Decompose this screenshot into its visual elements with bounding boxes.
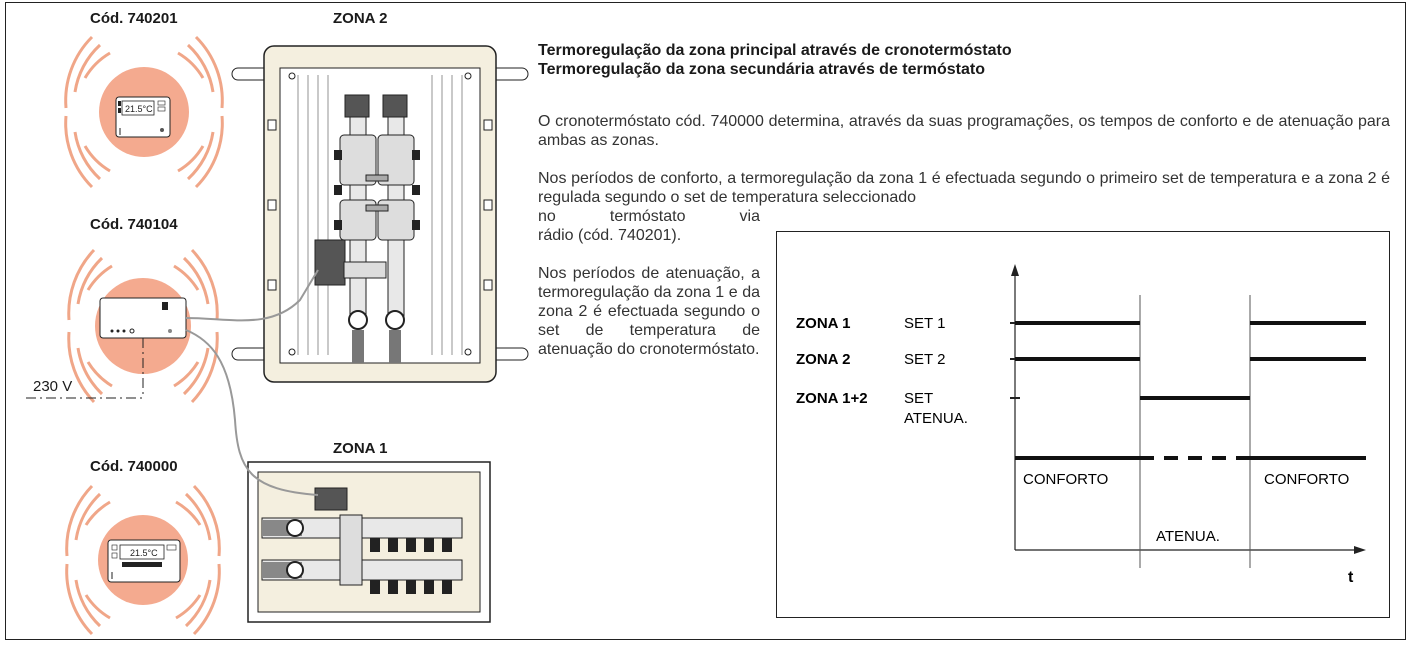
paragraph-1: O cronotermóstato cód. 740000 determina,… [538, 113, 1390, 149]
zone-2-cabinet [231, 45, 529, 383]
title-line-1: Termoregulação da zona principal através… [538, 42, 1012, 59]
device-code-740201: Cód. 740201 [90, 10, 178, 27]
zone-2-label: ZONA 2 [333, 10, 388, 27]
zone-1-cabinet [247, 461, 491, 623]
paragraph-2a: Nos períodos de conforto, a termoregulaç… [538, 170, 1390, 206]
chrono-display: 21.5°C [130, 548, 158, 558]
paragraph-2b-line1: no termóstato via [538, 208, 760, 225]
thermostat-radio-display: 21.5°C [125, 104, 153, 114]
chart-frame [776, 231, 1390, 618]
receiver-device [26, 248, 219, 404]
paragraph-3: Nos períodos de atenuação, a termoregula… [538, 265, 760, 358]
section-title: Termoregulação da zona principal através… [538, 41, 1012, 79]
zone-1-label: ZONA 1 [333, 440, 388, 457]
title-line-2: Termoregulação da zona secundária atravé… [538, 61, 985, 78]
voltage-label: 230 V [33, 378, 73, 395]
installation-illustration: 21.5°C 21.5°C [26, 35, 529, 636]
figure-frame [5, 2, 1406, 640]
thermostat-radio-device: 21.5°C [64, 35, 224, 189]
device-code-740104: Cód. 740104 [90, 216, 178, 233]
chrono-device: 21.5°C [65, 484, 221, 636]
paragraph-2b-line2: rádio (cód. 740201). [538, 227, 682, 244]
device-code-740000: Cód. 740000 [90, 458, 178, 475]
